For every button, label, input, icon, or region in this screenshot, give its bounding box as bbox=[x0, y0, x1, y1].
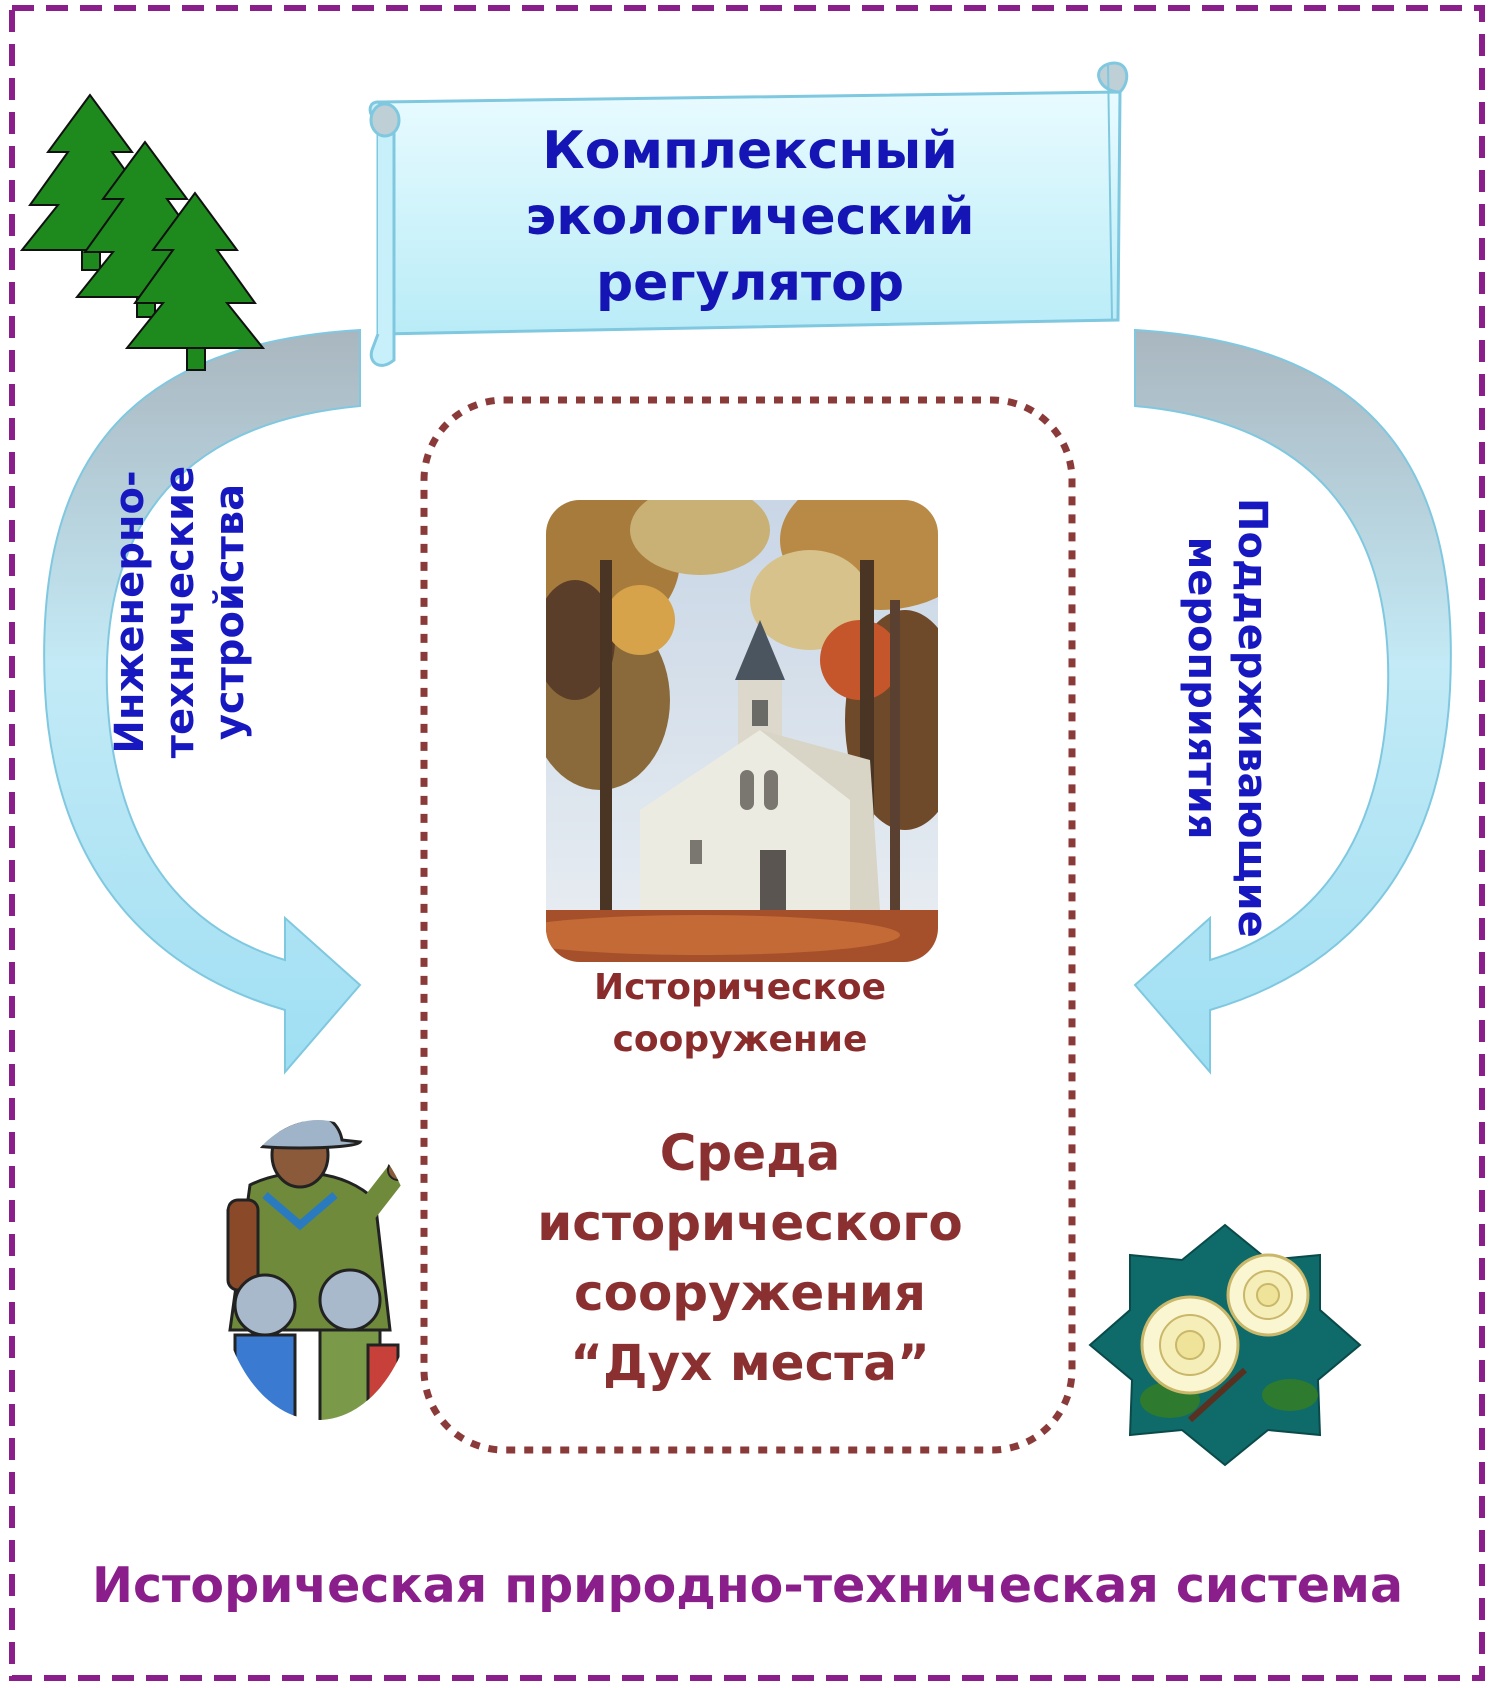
guide-with-children-icon bbox=[218, 1120, 418, 1420]
system-title: Историческая природно-техническая систем… bbox=[91, 1557, 1404, 1614]
banner-line-1: Комплексный bbox=[542, 121, 958, 181]
photo-caption-line-1: Историческое bbox=[593, 967, 887, 1008]
left-curved-arrow bbox=[43, 328, 362, 1075]
banner-line-3: регулятор bbox=[595, 253, 905, 313]
right-label-line-2: мероприятия bbox=[1179, 536, 1225, 840]
environment-line-1: Среда bbox=[659, 1124, 841, 1182]
photo-caption-line-2: сооружение bbox=[612, 1019, 868, 1060]
right-curved-arrow bbox=[1133, 328, 1452, 1075]
environment-line-3: сооружения bbox=[573, 1264, 927, 1322]
left-label-line-2: технические bbox=[157, 465, 203, 759]
regulator-scroll-banner bbox=[368, 61, 1129, 367]
church-painting bbox=[546, 500, 938, 962]
left-label-line-1: Инженерно- bbox=[107, 470, 153, 754]
environment-line-4: “Дух места” bbox=[570, 1334, 930, 1392]
banner-title: Комплексный экологический регулятор bbox=[400, 118, 1100, 316]
right-arrow-label: Поддерживающие мероприятия bbox=[1167, 498, 1277, 938]
environment-frame bbox=[420, 396, 1076, 1454]
outer-system-frame bbox=[9, 5, 1485, 1681]
fir-trees-icon bbox=[19, 93, 266, 371]
banner-line-2: экологический bbox=[525, 187, 975, 247]
right-label-line-1: Поддерживающие bbox=[1229, 498, 1275, 938]
white-roses-icon bbox=[1088, 1223, 1362, 1467]
photo-caption: Историческое сооружение bbox=[540, 962, 940, 1066]
left-label-line-3: устройства bbox=[207, 483, 253, 741]
left-arrow-label: Инженерно- технические устройства bbox=[105, 452, 255, 772]
environment-line-2: исторического bbox=[537, 1194, 963, 1252]
environment-text: Среда исторического сооружения “Дух мест… bbox=[460, 1118, 1040, 1398]
